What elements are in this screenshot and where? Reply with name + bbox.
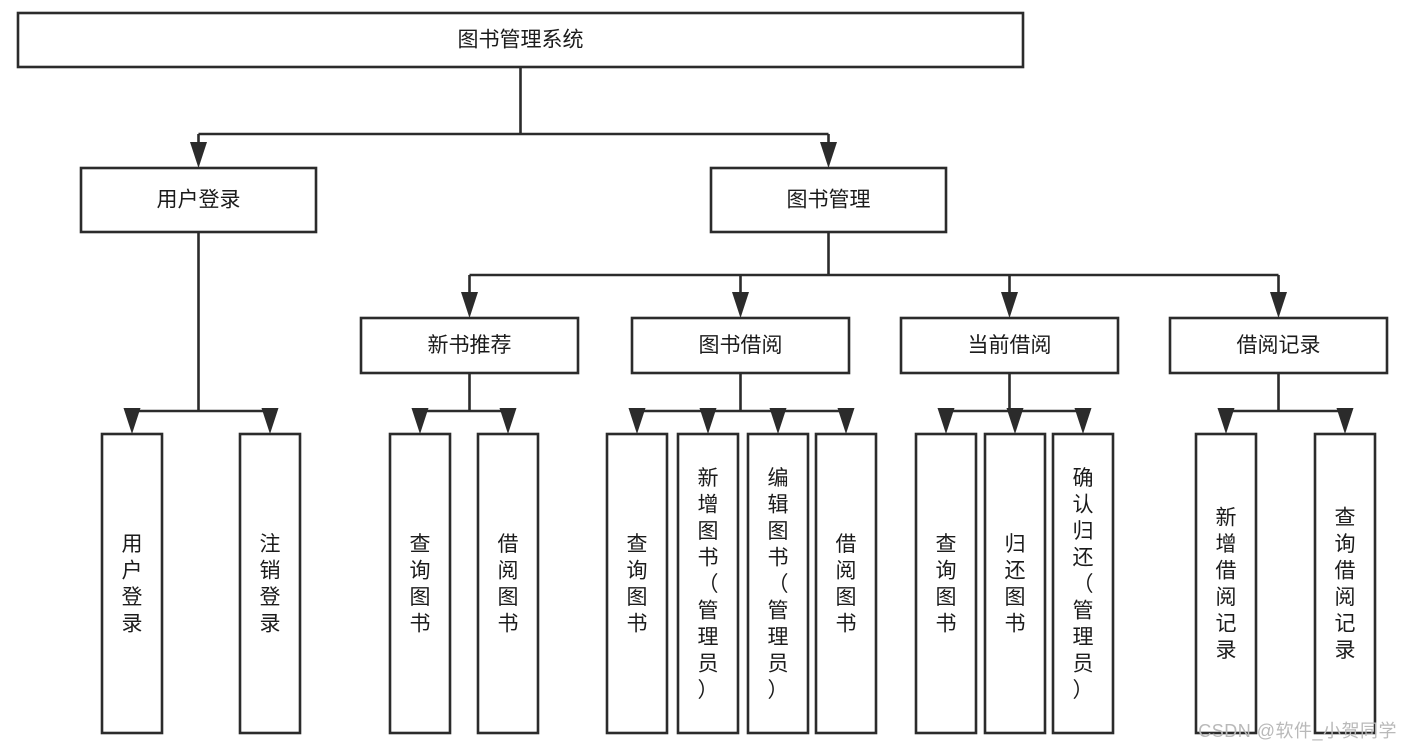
node-leaf-2-label: 查询图书 bbox=[410, 533, 431, 636]
arrow-head-icon bbox=[837, 408, 855, 434]
node-leaf-8-label: 查询图书 bbox=[936, 533, 957, 636]
node-leaf-0[interactable]: 用户登录 bbox=[100, 432, 164, 735]
node-level2-0[interactable]: 用户登录 bbox=[79, 166, 318, 234]
nodes-layer: 图书管理系统用户登录图书管理新书推荐图书借阅当前借阅借阅记录用户登录注销登录查询… bbox=[16, 11, 1389, 735]
arrow-head-icon bbox=[1006, 408, 1024, 434]
arrow-head-icon bbox=[1270, 292, 1287, 318]
node-leaf-11[interactable]: 新增借阅记录 bbox=[1194, 432, 1258, 735]
arrow-head-icon bbox=[1001, 292, 1018, 318]
node-leaf-3[interactable]: 借阅图书 bbox=[476, 432, 540, 735]
node-leaf-10-rect bbox=[1051, 432, 1115, 735]
node-leaf-11-rect bbox=[1194, 432, 1258, 735]
arrow-head-icon bbox=[261, 408, 279, 434]
arrow-head-icon bbox=[1074, 408, 1092, 434]
node-level3-2-rect bbox=[899, 316, 1120, 375]
node-level2-1-label: 图书管理 bbox=[787, 189, 871, 212]
node-leaf-7-rect bbox=[814, 432, 878, 735]
node-leaf-12[interactable]: 查询借阅记录 bbox=[1313, 432, 1377, 735]
node-level3-1-rect bbox=[630, 316, 851, 375]
node-level3-2-label: 当前借阅 bbox=[968, 334, 1052, 357]
node-leaf-1[interactable]: 注销登录 bbox=[238, 432, 302, 735]
node-root-rect bbox=[16, 11, 1025, 69]
node-level2-1[interactable]: 图书管理 bbox=[709, 166, 948, 234]
arrow-head-icon bbox=[1217, 408, 1235, 434]
node-level3-1[interactable]: 图书借阅 bbox=[630, 316, 851, 375]
node-level3-3-label: 借阅记录 bbox=[1237, 334, 1321, 357]
arrow-head-icon bbox=[628, 408, 646, 434]
node-leaf-8[interactable]: 查询图书 bbox=[914, 432, 978, 735]
node-leaf-7-label: 借阅图书 bbox=[836, 533, 857, 636]
node-level3-0[interactable]: 新书推荐 bbox=[359, 316, 580, 375]
node-level3-0-label: 新书推荐 bbox=[428, 334, 512, 357]
connectors-layer bbox=[123, 67, 1354, 434]
node-level3-2[interactable]: 当前借阅 bbox=[899, 316, 1120, 375]
node-level2-1-rect bbox=[709, 166, 948, 234]
node-leaf-10-label: 确认归还（管理员） bbox=[1073, 467, 1094, 702]
node-leaf-2-rect bbox=[388, 432, 452, 735]
node-leaf-7[interactable]: 借阅图书 bbox=[814, 432, 878, 735]
node-leaf-4-rect bbox=[605, 432, 669, 735]
node-leaf-8-rect bbox=[914, 432, 978, 735]
arrow-head-icon bbox=[499, 408, 517, 434]
node-level3-1-label: 图书借阅 bbox=[699, 334, 783, 357]
node-level3-0-rect bbox=[359, 316, 580, 375]
node-leaf-5-label: 新增图书（管理员） bbox=[698, 467, 719, 702]
node-leaf-6[interactable]: 编辑图书（管理员） bbox=[746, 432, 810, 735]
node-leaf-3-label: 借阅图书 bbox=[498, 533, 519, 636]
node-leaf-6-label: 编辑图书（管理员） bbox=[768, 467, 789, 702]
node-level3-3[interactable]: 借阅记录 bbox=[1168, 316, 1389, 375]
node-leaf-2[interactable]: 查询图书 bbox=[388, 432, 452, 735]
node-leaf-0-rect bbox=[100, 432, 164, 735]
node-level2-0-rect bbox=[79, 166, 318, 234]
node-level2-0-label: 用户登录 bbox=[157, 189, 241, 212]
arrow-head-icon bbox=[190, 142, 207, 168]
node-leaf-12-label: 查询借阅记录 bbox=[1335, 507, 1356, 663]
node-leaf-1-rect bbox=[238, 432, 302, 735]
arrow-head-icon bbox=[123, 408, 141, 434]
node-leaf-1-label: 注销登录 bbox=[260, 533, 281, 636]
arrow-head-icon bbox=[937, 408, 955, 434]
arrow-head-icon bbox=[732, 292, 749, 318]
node-leaf-4[interactable]: 查询图书 bbox=[605, 432, 669, 735]
arrow-head-icon bbox=[820, 142, 837, 168]
arrow-head-icon bbox=[411, 408, 429, 434]
arrow-head-icon bbox=[699, 408, 717, 434]
node-leaf-3-rect bbox=[476, 432, 540, 735]
node-root-label: 图书管理系统 bbox=[458, 29, 584, 52]
node-leaf-5-rect bbox=[676, 432, 740, 735]
node-leaf-10[interactable]: 确认归还（管理员） bbox=[1051, 432, 1115, 735]
node-leaf-9[interactable]: 归还图书 bbox=[983, 432, 1047, 735]
node-leaf-0-label: 用户登录 bbox=[122, 533, 143, 636]
node-leaf-9-label: 归还图书 bbox=[1005, 533, 1026, 636]
node-leaf-11-label: 新增借阅记录 bbox=[1216, 507, 1237, 663]
node-leaf-4-label: 查询图书 bbox=[627, 533, 648, 636]
arrow-head-icon bbox=[1336, 408, 1354, 434]
node-leaf-5[interactable]: 新增图书（管理员） bbox=[676, 432, 740, 735]
node-leaf-12-rect bbox=[1313, 432, 1377, 735]
arrow-head-icon bbox=[769, 408, 787, 434]
node-leaf-9-rect bbox=[983, 432, 1047, 735]
arrow-head-icon bbox=[461, 292, 478, 318]
node-leaf-6-rect bbox=[746, 432, 810, 735]
node-root[interactable]: 图书管理系统 bbox=[16, 11, 1025, 69]
node-level3-3-rect bbox=[1168, 316, 1389, 375]
